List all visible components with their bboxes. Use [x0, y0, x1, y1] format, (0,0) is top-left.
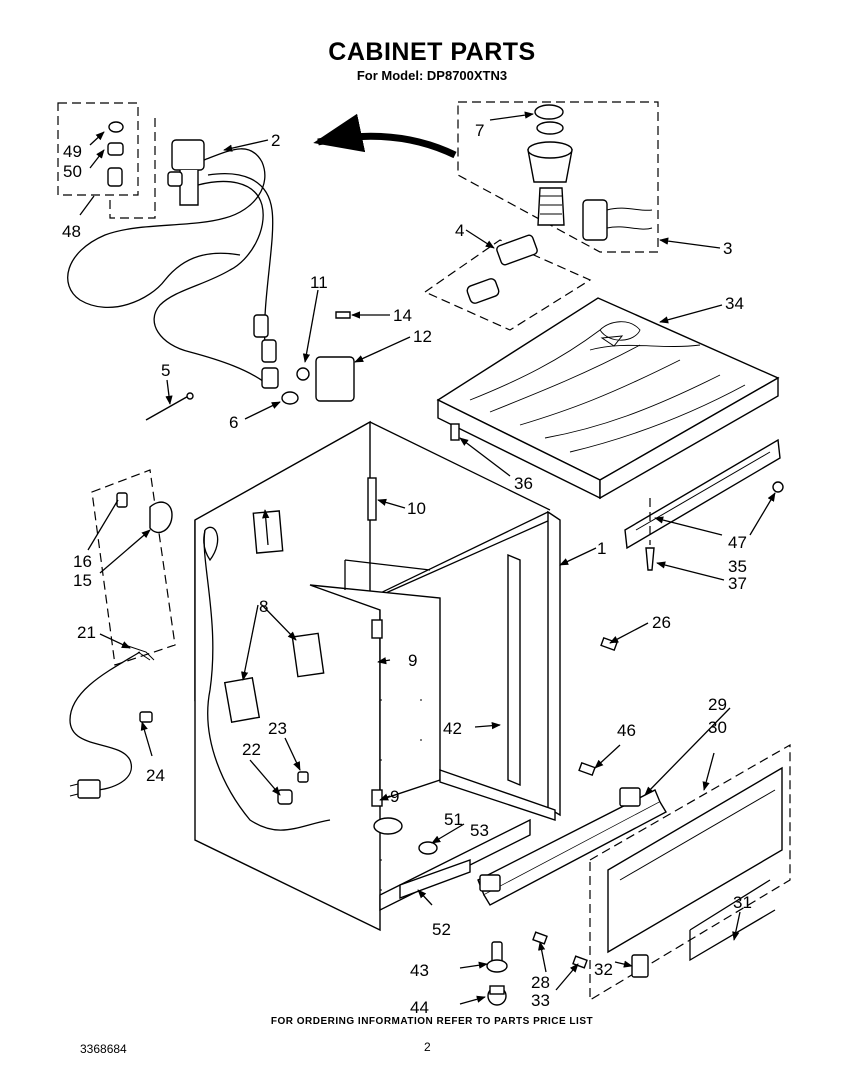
- callout-4: 4: [455, 221, 464, 240]
- callout-49: 49: [63, 142, 82, 161]
- callout-32: 32: [594, 960, 613, 979]
- fill-valve-group: [423, 234, 592, 331]
- cabinet-frame: [194, 420, 561, 932]
- callout-35: 35: [728, 557, 747, 576]
- callout-2: 2: [271, 131, 280, 150]
- callout-8: 8: [259, 597, 268, 616]
- callout-42: 42: [443, 719, 462, 738]
- callout-6: 6: [229, 413, 238, 432]
- callout-23: 23: [268, 719, 287, 738]
- callout-7: 7: [475, 121, 484, 140]
- callout-50: 50: [63, 162, 82, 181]
- callout-34: 34: [725, 294, 744, 313]
- faucet-adapter-parts-group: [57, 102, 156, 219]
- callout-30: 30: [708, 718, 727, 737]
- document-number: 3368684: [80, 1042, 127, 1056]
- callout-9-upper: 9: [408, 651, 417, 670]
- callout-3: 3: [723, 239, 732, 258]
- callout-36: 36: [514, 474, 533, 493]
- wood-countertop: [436, 297, 780, 500]
- callout-numbers: 1 2 3 4 5 6 7 8 9 9 10 11 12 14 15 16 21…: [62, 121, 752, 1017]
- callout-29: 29: [708, 695, 727, 714]
- callout-47: 47: [728, 533, 747, 552]
- leveling-leg-and-caster: [486, 941, 508, 1006]
- water-valve-group: [457, 101, 659, 253]
- callout-51: 51: [444, 810, 463, 829]
- callout-1: 1: [597, 539, 606, 558]
- callout-37: 37: [728, 574, 747, 593]
- callout-24: 24: [146, 766, 165, 785]
- callout-9-lower: 9: [390, 787, 399, 806]
- callout-5: 5: [161, 361, 170, 380]
- page-title: CABINET PARTS: [328, 38, 536, 66]
- callout-52: 52: [432, 920, 451, 939]
- direction-arrow: [313, 113, 457, 159]
- callout-16: 16: [73, 552, 92, 571]
- callout-14: 14: [393, 306, 412, 325]
- callout-28: 28: [531, 973, 550, 992]
- callout-21: 21: [77, 623, 96, 642]
- callout-22: 22: [242, 740, 261, 759]
- callout-15: 15: [73, 571, 92, 590]
- callout-31: 31: [733, 893, 752, 912]
- callout-43: 43: [410, 961, 429, 980]
- small-fasteners: [116, 311, 618, 969]
- callout-44: 44: [410, 998, 429, 1017]
- callout-53: 53: [470, 821, 489, 840]
- leveling-bracket: [477, 787, 667, 906]
- callout-26: 26: [652, 613, 671, 632]
- callout-12: 12: [413, 327, 432, 346]
- faucet-connector-hose-assembly: [67, 139, 279, 389]
- toe-panel-group: [589, 743, 791, 1002]
- model-subtitle: For Model: DP8700XTN3: [356, 68, 508, 83]
- power-cord-group: [69, 469, 176, 799]
- callout-46: 46: [617, 721, 636, 740]
- callout-48: 48: [62, 222, 81, 241]
- ordering-note: FOR ORDERING INFORMATION REFER TO PARTS …: [270, 1016, 594, 1027]
- callout-11: 11: [310, 273, 328, 292]
- callout-10: 10: [407, 499, 426, 518]
- page-number: 2: [424, 1040, 431, 1054]
- callout-33: 33: [531, 991, 550, 1010]
- callout-leader-lines: [79, 111, 776, 1005]
